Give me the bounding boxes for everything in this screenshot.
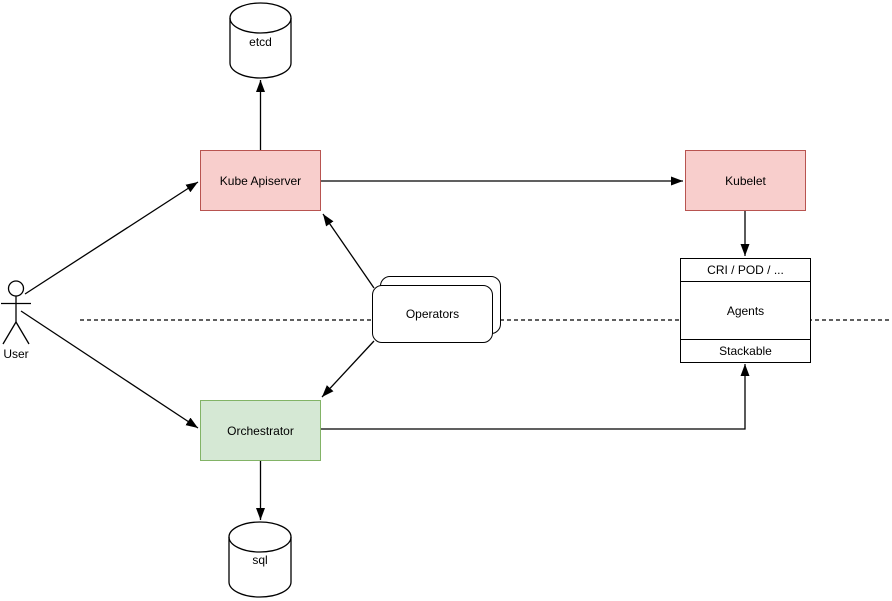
cylinder-rim	[228, 536, 292, 553]
cylinder-outline	[228, 521, 292, 598]
orchestrator-label: Orchestrator	[227, 423, 294, 438]
actor-legs	[2, 321, 30, 345]
operators-node: Operators	[372, 285, 493, 343]
kube-apiserver-node: Kube Apiserver	[200, 150, 321, 211]
stackable-label: Stackable	[719, 344, 772, 358]
agents-stack-node: CRI / POD / ... Agents Stackable	[680, 258, 811, 363]
agents-stack-footer: Stackable	[681, 339, 810, 362]
cylinder-rim	[229, 17, 292, 34]
operators-label: Operators	[405, 307, 460, 321]
agents-stack-header: CRI / POD / ...	[681, 259, 810, 282]
user-actor-figure	[1, 280, 31, 345]
edge-user-to-orchestrator	[20, 310, 199, 429]
actor-head	[7, 280, 25, 297]
edge-user-to-kube-apiserver	[24, 181, 199, 295]
cri-pod-label: CRI / POD / ...	[707, 263, 784, 277]
edge-operators-to-orchestrator	[321, 340, 375, 398]
sql-cylinder-shape	[228, 521, 292, 598]
etcd-label: etcd	[249, 35, 272, 49]
edge-operators-to-kube-apiserver	[322, 213, 375, 289]
etcd-cylinder-shape	[229, 2, 292, 79]
agents-label: Agents	[726, 303, 765, 318]
kube-apiserver-label: Kube Apiserver	[219, 173, 302, 188]
kubelet-label: Kubelet	[725, 173, 766, 188]
cylinder-outline	[229, 2, 292, 79]
kubelet-node: Kubelet	[685, 150, 806, 211]
user-label: User	[3, 347, 29, 361]
agents-stack-body: Agents	[681, 282, 810, 339]
orchestrator-node: Orchestrator	[200, 400, 321, 461]
sql-label: sql	[252, 553, 268, 567]
edge-orchestrator-to-stackable	[320, 364, 750, 430]
